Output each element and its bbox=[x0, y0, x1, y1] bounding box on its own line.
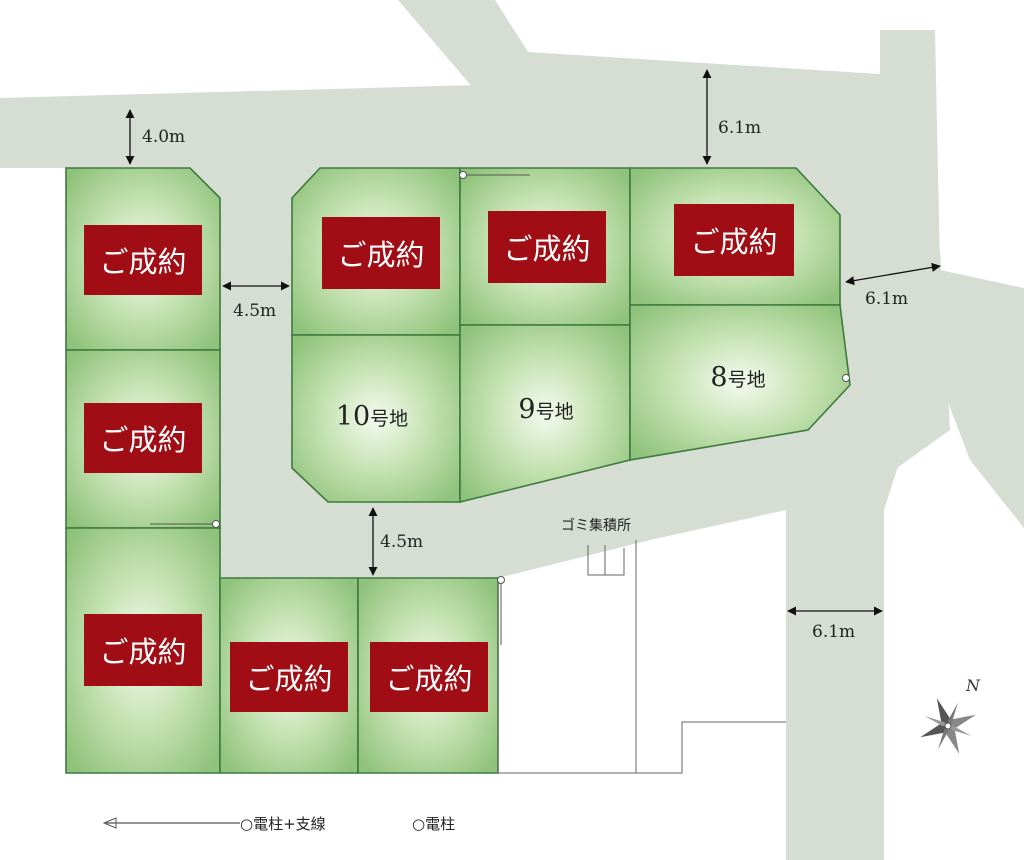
road-width-top-right: 6.1m bbox=[718, 118, 761, 138]
sold-badge-text: ご成約 bbox=[690, 225, 777, 259]
sold-badge-text: ご成約 bbox=[99, 635, 186, 669]
sold-labels: ご成約 ご成約 ご成約 ご成約 ご成約 ご成約 ご成約 ご成約 bbox=[84, 204, 794, 712]
pole-icon bbox=[459, 171, 467, 179]
pole-icon bbox=[842, 374, 850, 382]
pole-icon bbox=[497, 576, 505, 584]
legend-pole-with-guy: ○電柱+支線 bbox=[240, 815, 326, 833]
sold-badge: ご成約 bbox=[84, 225, 202, 295]
garbage-point-label: ゴミ集積所 bbox=[561, 517, 631, 534]
sold-badge-text: ご成約 bbox=[245, 662, 332, 696]
lot-9-label: 9号地 bbox=[518, 394, 573, 425]
sold-badge-text: ご成約 bbox=[337, 238, 424, 272]
sold-badge-text: ご成約 bbox=[99, 245, 186, 279]
road-width-left-vertical: 4.5m bbox=[233, 301, 276, 321]
road-dimensions: 4.0m 4.5m 4.5m 6.1m 6.1m 6.1m bbox=[125, 69, 941, 642]
pole-icon bbox=[212, 520, 220, 528]
road-right-upper bbox=[820, 250, 950, 505]
road-width-right-lower: 6.1m bbox=[812, 622, 855, 642]
sold-badge-text: ご成約 bbox=[385, 662, 472, 696]
compass-north-label: N bbox=[965, 676, 981, 695]
legend-pole: ○電柱 bbox=[412, 815, 455, 833]
lot-10-label: 10号地 bbox=[336, 401, 408, 432]
sold-badge-text: ご成約 bbox=[99, 423, 186, 457]
sold-badge: ご成約 bbox=[674, 204, 794, 276]
neighbor-outlines bbox=[497, 540, 786, 774]
sold-badge: ご成約 bbox=[488, 211, 606, 283]
lot-10-shape[interactable] bbox=[291, 334, 461, 503]
sold-badge: ご成約 bbox=[84, 614, 202, 686]
sold-badge: ご成約 bbox=[84, 403, 202, 473]
lot-8-label: 8号地 bbox=[710, 362, 765, 393]
utility-poles bbox=[150, 171, 850, 645]
sold-badge: ご成約 bbox=[370, 642, 488, 712]
compass-rose-icon bbox=[920, 698, 976, 754]
lot-numbers: 10号地 9号地 8号地 bbox=[336, 362, 766, 432]
lot-8-shape[interactable] bbox=[629, 304, 851, 461]
road-width-right-upper: 6.1m bbox=[865, 289, 908, 309]
sold-badge: ご成約 bbox=[230, 642, 348, 712]
road-upper-horizontal bbox=[0, 74, 890, 168]
road-width-top-left: 4.0m bbox=[142, 127, 185, 147]
sold-badge: ご成約 bbox=[322, 217, 440, 289]
sold-badge-text: ご成約 bbox=[503, 232, 590, 266]
road-width-center-vertical: 4.5m bbox=[380, 532, 423, 552]
legend: ○電柱+支線 ○電柱 bbox=[102, 815, 455, 833]
